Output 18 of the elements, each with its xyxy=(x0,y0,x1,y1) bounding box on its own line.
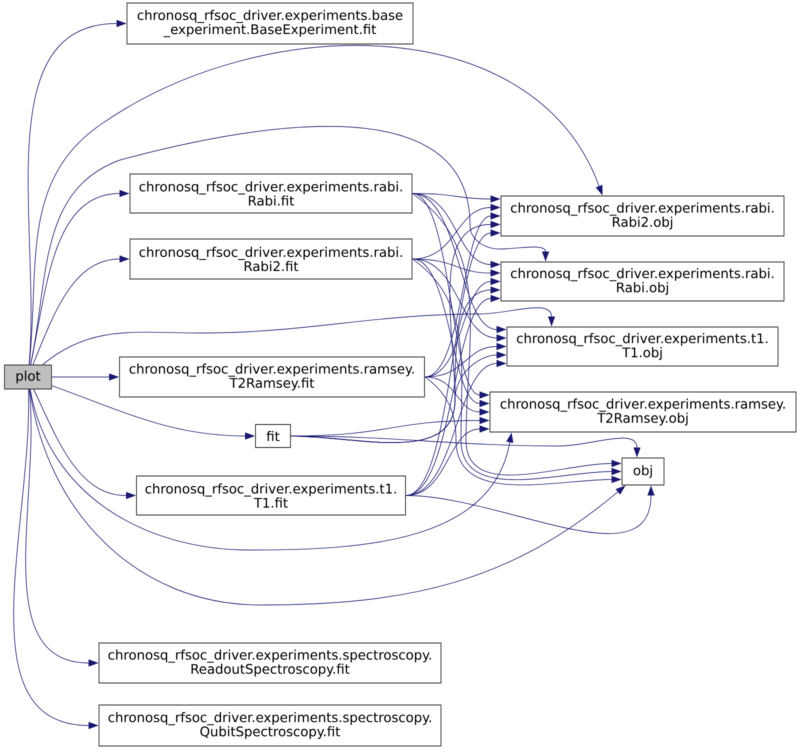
function-box: obj xyxy=(622,458,664,486)
function-box: chronosq_rfsoc_driver.experiments.ramsey. T2Ramsey.obj xyxy=(490,392,796,432)
function-box: chronosq_rfsoc_driver.experiments.ramsey. T2Ramsey.fit xyxy=(119,356,425,398)
function-box: chronosq_rfsoc_driver.experiments.rabi. Rabi2.fit xyxy=(130,238,412,280)
function-box: chronosq_rfsoc_driver.experiments.t1. T1.fit xyxy=(136,476,406,516)
function-box: fit xyxy=(255,424,291,448)
arrow xyxy=(28,46,602,365)
arrow xyxy=(30,126,550,365)
function-box: chronosq_rfsoc_driver.experiments.rabi. Rabi.obj xyxy=(500,262,784,302)
function-box: chronosq_rfsoc_driver.experiments.rabi. Rabi2.obj xyxy=(500,196,784,236)
function-box: chronosq_rfsoc_driver.experiments.spectroscopy. QubitSpectroscopy.fit xyxy=(98,704,442,746)
function-box: chronosq_rfsoc_driver.experiments.rabi. Rabi.fit xyxy=(130,174,412,214)
arrow xyxy=(42,307,556,365)
function-box: plot xyxy=(4,364,52,390)
function-box: chronosq_rfsoc_driver.experiments.base _experiment.BaseExperiment.fit xyxy=(126,2,414,44)
function-box: chronosq_rfsoc_driver.experiments.spectroscopy. ReadoutSpectroscopy.fit xyxy=(98,642,442,684)
function-box: chronosq_rfsoc_driver.experiments.t1. T1.obj xyxy=(506,326,778,366)
arrow xyxy=(30,389,514,550)
